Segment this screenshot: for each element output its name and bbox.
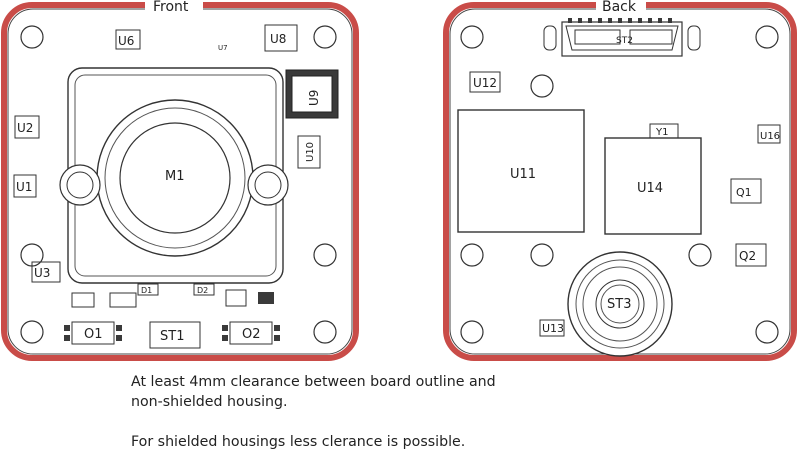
d1-label: D1 xyxy=(141,286,152,295)
back-title: Back xyxy=(602,0,637,15)
d2-outline xyxy=(193,283,215,296)
u8-chip: U8 xyxy=(264,24,298,52)
clearance-notes: At least 4mm clearance between board out… xyxy=(131,372,731,452)
m1-label: M1 xyxy=(165,169,185,184)
st1-label: ST1 xyxy=(160,329,184,344)
st1-connector: ST1 xyxy=(149,321,201,349)
front-mount-hole-bl xyxy=(20,320,44,344)
front-bottom-part-4 xyxy=(71,292,95,308)
u13-label: U13 xyxy=(542,322,564,335)
back-title-backdrop xyxy=(596,0,646,12)
u9-chip: U9 xyxy=(285,69,339,119)
u12-label: U12 xyxy=(473,76,497,90)
y1-outline xyxy=(649,123,679,139)
u3-outline xyxy=(31,261,61,283)
st3-connector: ST3 xyxy=(567,251,673,357)
u2-outline xyxy=(14,115,40,139)
u6-outline xyxy=(115,29,141,50)
front-bottom-part-2 xyxy=(225,289,247,307)
note-line-3: For shielded housings less clerance is p… xyxy=(131,434,466,450)
u14-label: U14 xyxy=(637,181,663,196)
u11-chip: U11 xyxy=(457,109,585,233)
back-mount-hole-tl xyxy=(460,25,484,49)
y1-label: Y1 xyxy=(655,127,668,138)
back-mount-hole-ml2 xyxy=(460,243,484,267)
u14-chip: U14 xyxy=(604,137,702,235)
u8-label: U8 xyxy=(270,32,286,46)
m1-lens-mount: M1 xyxy=(59,67,289,284)
q1-label: Q1 xyxy=(736,186,752,199)
u9-label: U9 xyxy=(307,90,321,106)
u2-label: U2 xyxy=(17,121,33,135)
o1-oscillator: O1 xyxy=(64,321,122,345)
o2-label: O2 xyxy=(242,327,261,342)
st2-usb-connector: ST2 xyxy=(543,18,701,57)
u10-outline xyxy=(297,135,321,169)
back-mount-hole-tr xyxy=(755,25,779,49)
front-mount-hole-tl xyxy=(20,25,44,49)
u7-label: U7 xyxy=(218,44,228,52)
back-mount-hole-ml1 xyxy=(530,74,554,98)
st2-label: ST2 xyxy=(616,36,633,46)
o1-label: O1 xyxy=(84,327,103,342)
front-bottom-part-3 xyxy=(258,292,274,304)
u16-outline xyxy=(757,124,781,144)
u3-label: U3 xyxy=(34,266,50,280)
q1-transistor: Q1 xyxy=(730,178,762,204)
back-mount-hole-bl xyxy=(460,320,484,344)
front-title-backdrop xyxy=(145,0,203,12)
front-mount-hole-br xyxy=(313,320,337,344)
u1-label: U1 xyxy=(16,180,32,194)
q2-label: Q2 xyxy=(739,249,756,263)
front-bottom-part-1 xyxy=(109,292,137,308)
back-mount-hole-br xyxy=(755,320,779,344)
note-line-2: non-shielded housing. xyxy=(131,394,288,410)
note-line-1: At least 4mm clearance between board out… xyxy=(131,374,496,390)
u10-label: U10 xyxy=(305,142,316,162)
back-board: ST2 U12 U11 U14 Y1 U16 xyxy=(443,0,797,361)
front-title: Front xyxy=(153,0,189,15)
back-mount-hole-mr xyxy=(688,243,712,267)
back-mount-hole-mc xyxy=(530,243,554,267)
u13-outline xyxy=(539,319,565,337)
u6-label: U6 xyxy=(118,34,134,48)
q2-transistor: Q2 xyxy=(735,243,767,267)
u12-outline xyxy=(469,71,501,93)
u16-label: U16 xyxy=(760,131,780,142)
front-mount-hole-mr xyxy=(313,243,337,267)
note-gap xyxy=(131,412,731,432)
d1-outline xyxy=(137,283,159,296)
front-board: M1 U9 U8 U6 U7 U2 U1 U3 U10 D1 xyxy=(1,0,359,361)
o2-oscillator: O2 xyxy=(222,321,280,345)
u11-label: U11 xyxy=(510,167,536,182)
st3-label: ST3 xyxy=(607,297,631,312)
u1-outline xyxy=(13,174,37,198)
front-mount-hole-tr xyxy=(313,25,337,49)
d2-label: D2 xyxy=(197,286,208,295)
